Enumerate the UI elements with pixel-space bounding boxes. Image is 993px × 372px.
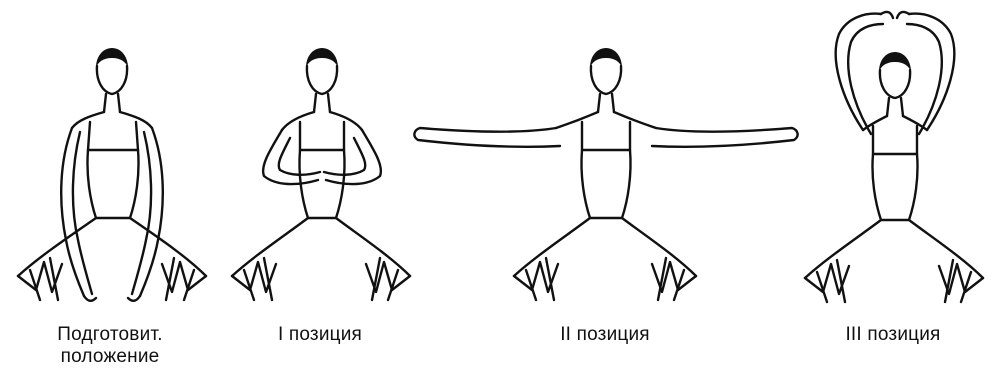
caption-second-position: II позиция: [505, 324, 705, 346]
caption-preparatory-line1: Подготовит.: [10, 324, 210, 346]
caption-preparatory: Подготовит. положение: [10, 324, 210, 368]
dancer-first-position-drawing: [220, 0, 420, 320]
caption-second-position-line1: II позиция: [505, 324, 705, 346]
caption-first-position: I позиция: [220, 324, 420, 346]
dancer-third-position-drawing: [793, 0, 993, 320]
figure-first-position: I позиция: [220, 0, 420, 372]
caption-first-position-line1: I позиция: [220, 324, 420, 346]
caption-third-position-line1: III позиция: [793, 324, 993, 346]
caption-preparatory-line2: положение: [10, 346, 210, 368]
figure-second-position: II позиция: [400, 0, 810, 372]
dancer-second-position-drawing: [400, 0, 810, 320]
caption-third-position: III позиция: [793, 324, 993, 346]
figure-preparatory-position: Подготовит. положение: [0, 0, 220, 372]
dancer-preparatory-drawing: [0, 0, 220, 320]
figure-third-position: III позиция: [793, 0, 993, 372]
